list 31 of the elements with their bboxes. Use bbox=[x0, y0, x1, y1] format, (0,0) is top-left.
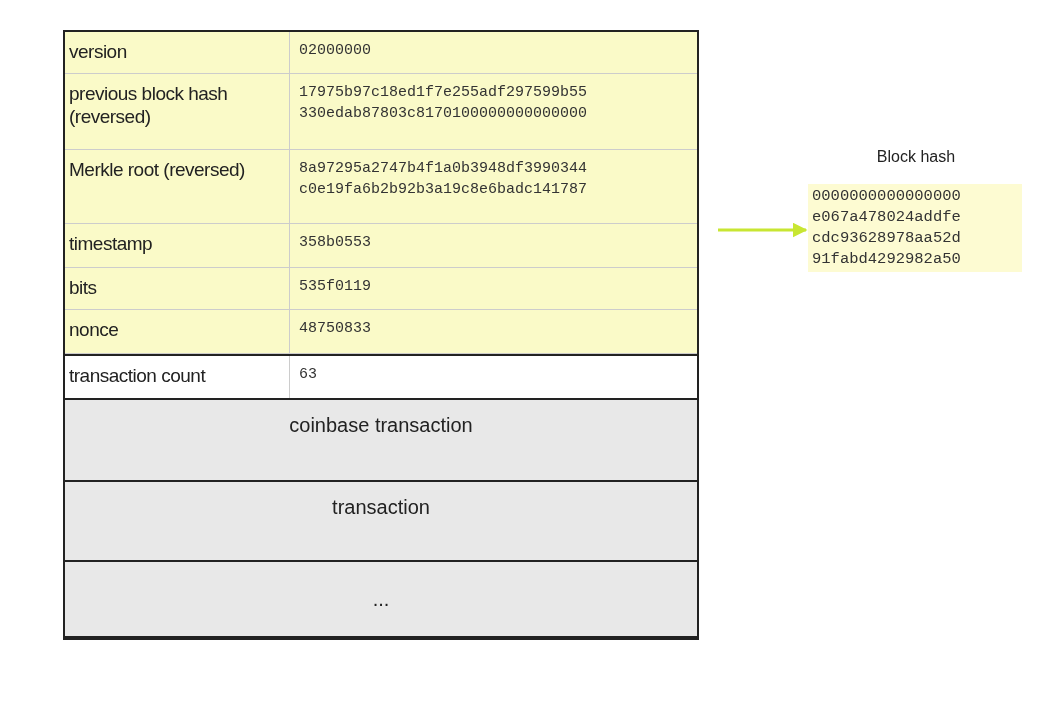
field-value: 48750833 bbox=[299, 319, 372, 339]
header-row bbox=[65, 150, 697, 224]
field-name: timestamp bbox=[69, 232, 154, 255]
count-row bbox=[65, 354, 697, 400]
field-name: Merkle root (reversed) bbox=[69, 158, 246, 181]
block-table bbox=[63, 30, 699, 640]
band-label: transaction bbox=[331, 496, 431, 519]
header-row bbox=[65, 224, 697, 268]
field-value: 535f0119 bbox=[299, 277, 372, 297]
transaction-band bbox=[65, 400, 697, 482]
arrow bbox=[718, 222, 808, 238]
header-row bbox=[65, 310, 697, 354]
hash-heading: Block hash bbox=[875, 148, 957, 166]
header-row bbox=[65, 32, 697, 74]
field-value: 17975b97c18ed1f7e255adf297599b55 330edab87803c8170100000000000000 bbox=[299, 83, 589, 124]
band-label: coinbase transaction bbox=[288, 414, 474, 437]
header-row bbox=[65, 268, 697, 310]
field-name: transaction count bbox=[69, 364, 207, 387]
field-name: version bbox=[69, 40, 128, 63]
field-name: previous block hash (reversed) bbox=[69, 82, 229, 128]
transaction-band bbox=[65, 562, 697, 638]
field-value: 358b0553 bbox=[299, 233, 372, 253]
band-label: ... bbox=[371, 588, 391, 611]
field-name: nonce bbox=[69, 318, 120, 341]
transaction-band bbox=[65, 482, 697, 562]
header-row bbox=[65, 74, 697, 150]
field-value: 02000000 bbox=[299, 41, 372, 61]
field-value: 8a97295a2747b4f1a0b3948df3990344 c0e19fa6b2b92b3a19c8e6badc141787 bbox=[299, 159, 589, 200]
hash-value: 0000000000000000 e067a478024addfe cdc93628978aa52d 91fabd4292982a50 bbox=[808, 184, 1022, 272]
field-name: bits bbox=[69, 276, 98, 299]
field-value: 63 bbox=[299, 365, 318, 385]
